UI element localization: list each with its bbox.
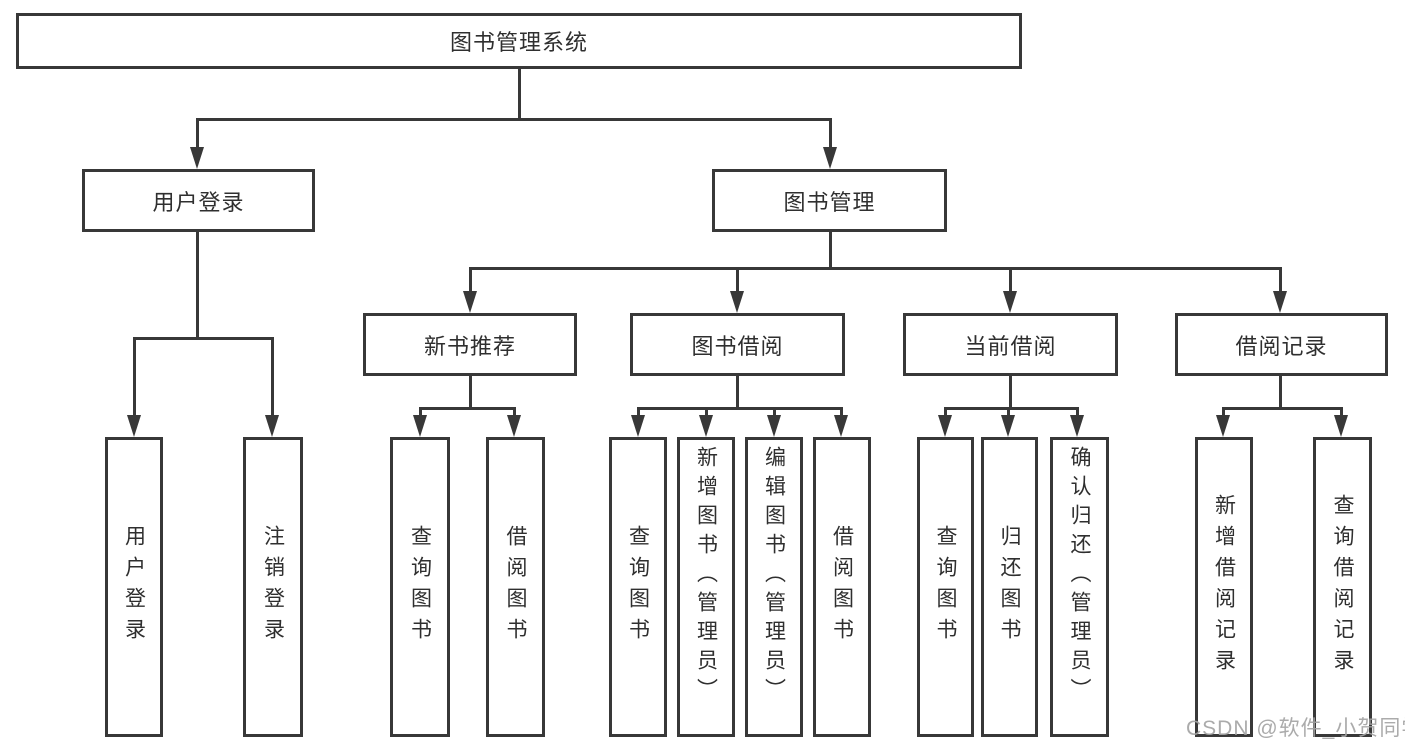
leaf-recommend-query-book: 查询图书 (390, 437, 450, 737)
arrowhead-icon (1001, 415, 1015, 437)
node-user-login: 用户登录 (82, 169, 315, 232)
leaf-label: 确认归还（管理员） (1068, 446, 1091, 707)
leaf-label: 借阅图书 (830, 525, 854, 649)
leaf-records-add-record: 新增借阅记录 (1195, 437, 1253, 737)
arrowhead-icon (823, 147, 837, 169)
arrowhead-icon (463, 291, 477, 313)
connector-shaft (829, 118, 832, 149)
connector-shaft (419, 407, 422, 417)
leaf-label: 新增借阅记录 (1212, 494, 1236, 680)
arrowhead-icon (1003, 291, 1017, 313)
node-book-borrow: 图书借阅 (630, 313, 845, 376)
node-new-book-recommend: 新书推荐 (363, 313, 577, 376)
connector-shaft (1222, 407, 1225, 417)
connector-shaft (840, 407, 843, 417)
connector-shaft (1076, 407, 1079, 417)
leaf-label: 查询图书 (626, 525, 650, 649)
connector-shaft (1007, 407, 1010, 417)
leaf-borrow-add-book-admin: 新增图书（管理员） (677, 437, 735, 737)
arrowhead-icon (1070, 415, 1084, 437)
watermark: CSDN @软件_小贺同学 (1186, 717, 1405, 740)
connector-shaft (1009, 267, 1012, 293)
arrowhead-icon (127, 415, 141, 437)
connector-shaft (1279, 267, 1282, 293)
leaf-borrow-query-book: 查询图书 (609, 437, 667, 737)
connector-records-stub (1279, 376, 1282, 407)
leaf-user-login: 用户登录 (105, 437, 163, 737)
connector-shaft (637, 407, 640, 417)
arrowhead-icon (190, 147, 204, 169)
connector-l3-horizontal (469, 267, 1282, 270)
leaf-label: 用户登录 (122, 525, 146, 649)
leaf-logout: 注销登录 (243, 437, 303, 737)
connector-shaft (196, 118, 199, 149)
node-book-management: 图书管理 (712, 169, 947, 232)
arrowhead-icon (631, 415, 645, 437)
connector-recommend-horizontal (419, 407, 516, 410)
leaf-borrow-edit-book-admin: 编辑图书（管理员） (745, 437, 803, 737)
arrowhead-icon (1273, 291, 1287, 313)
leaf-current-confirm-return-admin: 确认归还（管理员） (1050, 437, 1109, 737)
arrowhead-icon (1334, 415, 1348, 437)
arrowhead-icon (265, 415, 279, 437)
arrowhead-icon (413, 415, 427, 437)
connector-records-horizontal (1222, 407, 1343, 410)
connector-current-horizontal (944, 407, 1079, 410)
connector-borrow-horizontal (637, 407, 843, 410)
leaf-current-query-book: 查询图书 (917, 437, 974, 737)
connector-user-login-stub (196, 232, 199, 337)
leaf-label: 查询图书 (408, 525, 432, 649)
connector-shaft (469, 267, 472, 293)
connector-user-login-horizontal (133, 337, 274, 340)
connector-recommend-stub (469, 376, 472, 407)
connector-borrow-stub (736, 376, 739, 407)
connector-shaft (133, 337, 136, 417)
arrowhead-icon (730, 291, 744, 313)
arrowhead-icon (767, 415, 781, 437)
connector-l2-horizontal (196, 118, 832, 121)
connector-shaft (773, 407, 776, 417)
connector-current-stub (1009, 376, 1012, 407)
leaf-current-return-book: 归还图书 (981, 437, 1038, 737)
leaf-records-query-record: 查询借阅记录 (1313, 437, 1372, 737)
connector-book-mgmt-stub (829, 232, 832, 268)
arrowhead-icon (834, 415, 848, 437)
connector-shaft (1340, 407, 1343, 417)
leaf-label: 编辑图书（管理员） (762, 446, 786, 707)
connector-shaft (944, 407, 947, 417)
leaf-label: 借阅图书 (504, 525, 527, 649)
leaf-label: 新增图书（管理员） (694, 446, 718, 707)
leaf-recommend-borrow-book: 借阅图书 (486, 437, 545, 737)
leaf-label: 归还图书 (998, 525, 1021, 649)
connector-root-stub (518, 69, 521, 118)
leaf-label: 查询借阅记录 (1331, 494, 1354, 680)
arrowhead-icon (507, 415, 521, 437)
leaf-label: 查询图书 (934, 525, 957, 649)
connector-shaft (513, 407, 516, 417)
arrowhead-icon (1216, 415, 1230, 437)
arrowhead-icon (938, 415, 952, 437)
node-root: 图书管理系统 (16, 13, 1022, 69)
connector-shaft (705, 407, 708, 417)
connector-shaft (736, 267, 739, 293)
node-borrow-records: 借阅记录 (1175, 313, 1388, 376)
leaf-borrow-borrow-book: 借阅图书 (813, 437, 871, 737)
arrowhead-icon (699, 415, 713, 437)
leaf-label: 注销登录 (261, 525, 285, 649)
connector-shaft (271, 337, 274, 417)
node-current-borrow: 当前借阅 (903, 313, 1118, 376)
